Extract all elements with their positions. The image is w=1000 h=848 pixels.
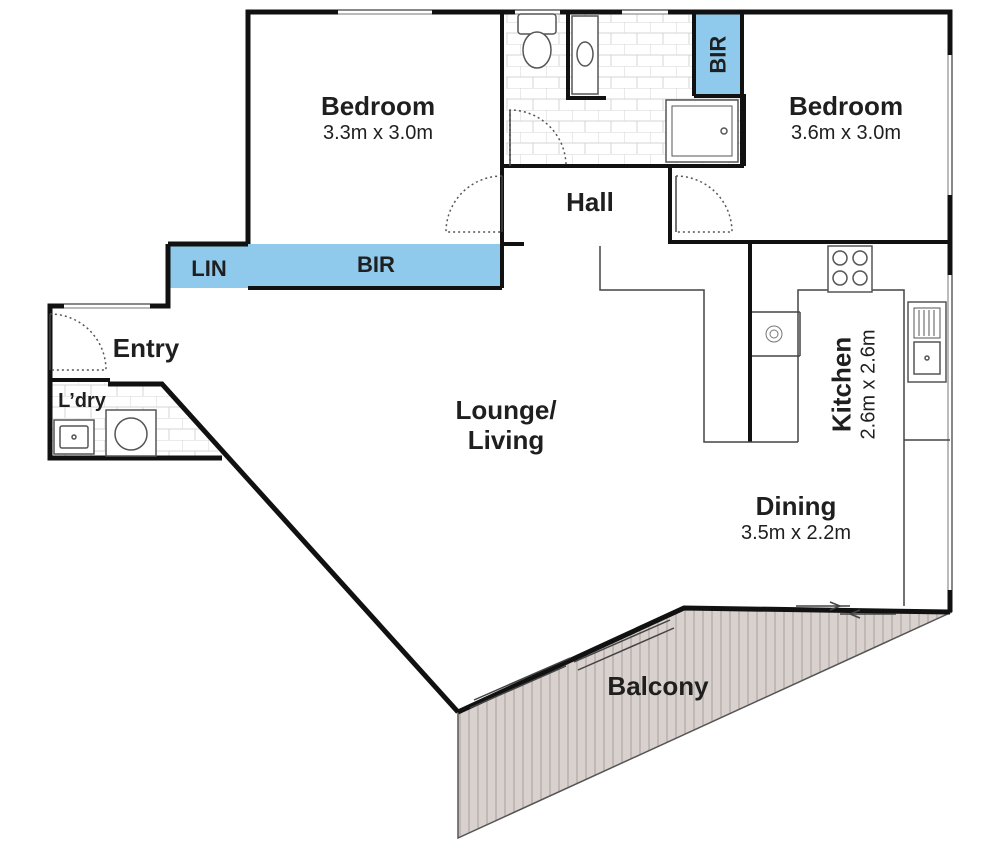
door-leaves (49, 110, 677, 370)
kitchen-label: Kitchen 2.6m x 2.6m (826, 284, 881, 484)
laundry-label: L’dry (58, 390, 106, 412)
hall-label: Hall (566, 187, 614, 217)
shower-icon (665, 99, 739, 163)
balcony-label: Balcony (607, 671, 709, 701)
balcony-edge (457, 611, 953, 840)
windows (64, 10, 952, 590)
bedroom-2-dimensions: 3.6m x 3.0m (790, 121, 902, 144)
bedroom-1-name: Bedroom (320, 91, 436, 121)
kitchen-sink-icon (907, 301, 947, 383)
dining-dimensions: 3.5m x 2.2m (740, 521, 852, 544)
bedroom-1-label: Bedroom 3.3m x 3.0m (278, 91, 478, 145)
bir-bath-label: BIR (705, 35, 731, 74)
lounge-label: Lounge/ Living (406, 395, 606, 456)
vanity-basin-icon (571, 15, 599, 95)
kitchen-dimensions: 2.6m x 2.6m (857, 329, 880, 440)
bir-bath-fill (696, 14, 740, 94)
rangehood-icon (765, 325, 783, 343)
linen-label: LIN (191, 256, 227, 281)
balcony-deck (458, 608, 952, 838)
dining-label: Dining 3.5m x 2.2m (696, 491, 896, 545)
bedroom-1-dimensions: 3.3m x 3.0m (322, 121, 434, 144)
entry-label: Entry (112, 333, 180, 363)
doors (49, 109, 733, 371)
interior-walls (50, 12, 950, 442)
linen-fill (170, 244, 248, 288)
lounge-name-line-2: Living (467, 424, 545, 455)
cooktop-icon (827, 245, 873, 293)
sliding-door-lounge (469, 619, 675, 709)
laundry-tub-icon (53, 419, 95, 455)
bedroom-2-label: Bedroom 3.6m x 3.0m (746, 91, 946, 145)
window-frames (64, 13, 949, 590)
bir-main-fill (248, 244, 502, 288)
bedroom-2-name: Bedroom (788, 91, 904, 121)
sliding-door-dining (796, 601, 896, 619)
toilet-icon (517, 13, 557, 69)
bir-main-label: BIR (357, 252, 395, 277)
kitchen-benches (599, 246, 950, 606)
dining-name: Dining (755, 491, 837, 521)
lounge-name-line-1: Lounge/ (455, 395, 557, 425)
washing-machine-icon (105, 409, 157, 457)
kitchen-name: Kitchen (826, 336, 857, 433)
